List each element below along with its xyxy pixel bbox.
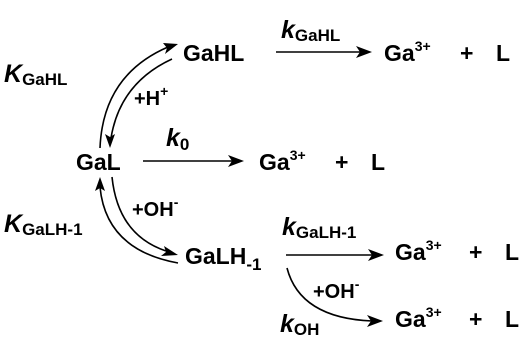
arrow-galh-1-oh-dissociation xyxy=(286,267,373,322)
product-ga-3: Ga3+ xyxy=(395,237,442,265)
product-ga-2: Ga3+ xyxy=(259,147,306,175)
product-ga-1-charge: 3+ xyxy=(415,38,431,54)
k-oh-symbol: k xyxy=(280,310,295,338)
arrow-gal-to-gahl xyxy=(99,46,169,149)
h-plus-base: +H xyxy=(134,88,160,110)
k-galh-1-symbol: k xyxy=(282,213,297,241)
K-gahl-symbol: K xyxy=(4,60,24,88)
arrowhead-gal-to-gahl xyxy=(163,43,178,54)
condition-oh-minus-1: +OH- xyxy=(132,194,179,221)
product-ga-2-metal: Ga xyxy=(259,149,290,175)
arrowhead-gal-to-galh-1 xyxy=(161,246,178,256)
product-ga-4-metal: Ga xyxy=(395,306,426,332)
species-galh-1-base: GaLH xyxy=(185,243,246,269)
arrow-gahl-to-gal xyxy=(110,58,173,139)
arrow-gal-to-galh-1 xyxy=(111,176,167,252)
product-ga-4: Ga3+ xyxy=(395,304,442,332)
equilibrium-constant-K-galh-1: KGaLH-1 xyxy=(4,210,83,239)
arrowhead-gal-dissociation xyxy=(228,155,244,167)
rate-constant-k-oh: kOH xyxy=(280,310,319,339)
oh-minus-2-charge: - xyxy=(355,276,360,292)
plus-sign-3: + xyxy=(469,239,482,265)
product-ligand-2: L xyxy=(371,149,385,175)
condition-h-plus: +H+ xyxy=(134,83,168,110)
product-ga-2-charge: 3+ xyxy=(290,147,306,163)
equilibrium-constant-K-gahl: KGaHL xyxy=(4,60,67,89)
product-ga-1: Ga3+ xyxy=(384,38,431,66)
arrowhead-galh-1-oh-dissociation xyxy=(367,315,383,327)
plus-sign-1: + xyxy=(460,40,473,66)
condition-oh-minus-2: +OH- xyxy=(313,276,360,303)
k0-subscript: 0 xyxy=(180,135,189,154)
species-galh-1: GaLH-1 xyxy=(185,243,261,274)
rate-constant-k-gahl: kGaHL xyxy=(281,16,340,45)
rate-constant-k0: k0 xyxy=(166,124,189,154)
species-gal: GaL xyxy=(76,149,121,175)
product-ligand-3: L xyxy=(505,239,519,265)
K-gahl-subscript: GaHL xyxy=(22,70,67,89)
h-plus-charge: + xyxy=(160,83,168,99)
arrowhead-gahl-to-gal xyxy=(105,134,115,148)
oh-minus-1-charge: - xyxy=(174,194,179,210)
oh-minus-2-base: +OH xyxy=(313,281,355,303)
k0-symbol: k xyxy=(166,124,181,152)
product-ga-1-metal: Ga xyxy=(384,40,415,66)
plus-sign-4: + xyxy=(469,306,482,332)
rate-constant-k-galh-1: kGaLH-1 xyxy=(282,213,356,242)
species-gahl: GaHL xyxy=(183,40,244,66)
K-galh-1-subscript: GaLH-1 xyxy=(22,220,82,239)
product-ligand-1: L xyxy=(496,40,510,66)
product-ga-3-metal: Ga xyxy=(395,239,426,265)
product-ga-4-charge: 3+ xyxy=(426,304,442,320)
k-galh-1-subscript: GaLH-1 xyxy=(296,223,356,242)
product-ga-3-charge: 3+ xyxy=(426,237,442,253)
K-galh-1-symbol: K xyxy=(4,210,24,238)
arrowhead-gahl-dissociation xyxy=(356,46,372,58)
oh-minus-1-base: +OH xyxy=(132,199,174,221)
arrow-galh-1-to-gal xyxy=(99,186,179,264)
product-ligand-4: L xyxy=(505,306,519,332)
plus-sign-2: + xyxy=(335,149,348,175)
arrowhead-galh-1-to-gal xyxy=(95,177,105,191)
k-gahl-subscript: GaHL xyxy=(295,26,340,45)
arrowhead-galh-1-dissociation xyxy=(368,249,384,261)
k-oh-subscript: OH xyxy=(294,320,320,339)
k-gahl-symbol: k xyxy=(281,16,296,44)
species-galh-1-sub: -1 xyxy=(246,255,261,274)
